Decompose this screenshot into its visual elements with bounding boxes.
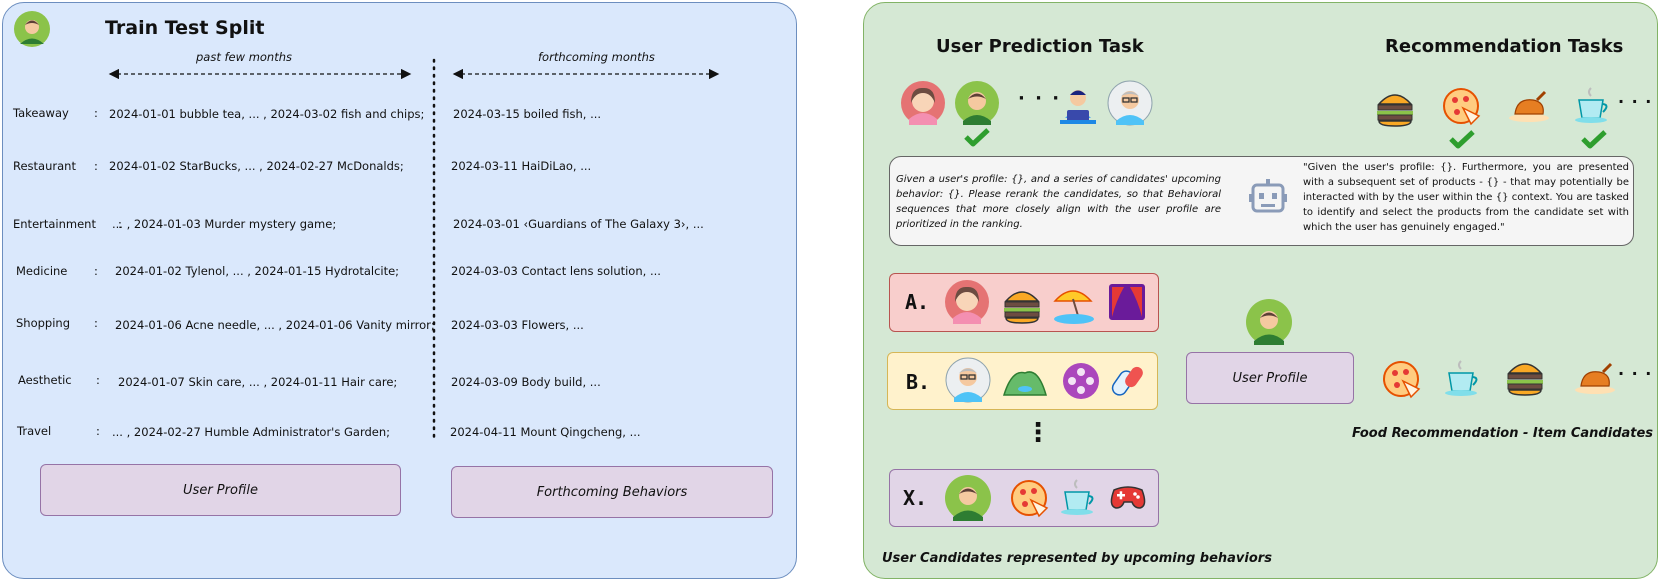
man-avatar-icon bbox=[1246, 299, 1292, 345]
row-label-takeaway: Takeaway bbox=[13, 106, 69, 120]
user-avatar-icon bbox=[14, 11, 50, 47]
woman-avatar-icon bbox=[945, 280, 989, 324]
man-avatar-icon bbox=[945, 475, 991, 521]
left-arrows-and-divider bbox=[108, 58, 720, 444]
candidate-b-letter: B. bbox=[906, 370, 931, 394]
row-future-entertainment: 2024-03-01 ‹Guardians of The Galaxy 3›, … bbox=[453, 217, 704, 231]
woman-avatar-icon bbox=[901, 81, 945, 125]
pizza-icon bbox=[1443, 88, 1481, 126]
right-user-profile-box: User Profile bbox=[1186, 352, 1354, 404]
laptop-user-icon bbox=[1060, 90, 1096, 124]
prompt-box bbox=[889, 156, 1634, 246]
left-user-profile-box: User Profile bbox=[40, 464, 401, 516]
row-past-medicine: 2024-01-02 Tylenol, ... , 2024-01-15 Hyd… bbox=[115, 264, 400, 278]
row-label-medicine: Medicine bbox=[16, 264, 68, 278]
recommendation-prompt: "Given the user's profile: {}. Furthermo… bbox=[1303, 162, 1629, 233]
user-prediction-prompt: Given a user's profile: {}, and a series… bbox=[896, 174, 1221, 230]
candidates-vertical-dots: ⋮ bbox=[1025, 418, 1051, 448]
roast-chicken-icon bbox=[1575, 362, 1615, 394]
row-future-medicine: 2024-03-03 Contact lens solution, ... bbox=[451, 264, 661, 278]
game-controller-icon bbox=[1110, 486, 1146, 509]
user-prediction-title: User Prediction Task bbox=[936, 36, 1144, 57]
more-food-ellipsis: · · · bbox=[1618, 364, 1653, 383]
row-past-entertainment: ... , 2024-01-03 Murder mystery game; bbox=[112, 217, 337, 231]
row-future-shopping: 2024-03-03 Flowers, ... bbox=[451, 318, 584, 332]
row-colon: : bbox=[94, 264, 98, 278]
past-months-label: past few months bbox=[196, 50, 293, 64]
pizza-icon bbox=[1011, 480, 1049, 518]
row-future-aesthetic: 2024-03-09 Body build, ... bbox=[451, 375, 601, 389]
forthcoming-behaviors-box: Forthcoming Behaviors bbox=[451, 466, 773, 518]
forthcoming-months-label: forthcoming months bbox=[538, 50, 655, 64]
row-label-entertainment: Entertainment bbox=[13, 217, 96, 231]
theater-icon bbox=[1109, 284, 1145, 320]
row-past-travel: ... , 2024-02-27 Humble Administrator's … bbox=[112, 425, 391, 439]
pizza-icon bbox=[1383, 361, 1421, 399]
user-candidates-caption: User Candidates represented by upcoming … bbox=[882, 551, 1272, 566]
check-icon bbox=[1449, 130, 1475, 149]
check-icon bbox=[964, 128, 990, 147]
row-colon: : bbox=[96, 373, 100, 387]
row-future-travel: 2024-04-11 Mount Qingcheng, ... bbox=[450, 425, 641, 439]
burger-icon bbox=[1004, 291, 1040, 324]
roast-chicken-icon bbox=[1509, 90, 1549, 122]
beach-icon bbox=[1053, 290, 1094, 324]
left-title: Train Test Split bbox=[105, 17, 265, 39]
burger-icon bbox=[1377, 94, 1413, 127]
tea-cup-icon bbox=[1445, 360, 1478, 396]
burger-icon bbox=[1507, 363, 1543, 396]
row-colon: : bbox=[94, 159, 98, 173]
row-colon: : bbox=[94, 106, 98, 120]
row-past-shopping: 2024-01-06 Acne needle, ... , 2024-01-06… bbox=[115, 318, 435, 332]
robot-icon bbox=[1249, 179, 1287, 213]
row-label-travel: Travel bbox=[17, 424, 52, 438]
elder-avatar-icon bbox=[945, 357, 991, 403]
check-icon bbox=[1581, 130, 1607, 149]
row-past-takeaway: 2024-01-01 bubble tea, ... , 2024-03-02 … bbox=[109, 107, 425, 121]
candidate-a-letter: A. bbox=[905, 290, 930, 314]
man-avatar-icon bbox=[955, 81, 999, 125]
tea-cup-icon bbox=[1061, 479, 1094, 515]
tea-cup-icon bbox=[1575, 87, 1608, 123]
more-users-ellipsis: · · · bbox=[1018, 88, 1062, 109]
row-label-restaurant: Restaurant bbox=[13, 159, 76, 173]
row-future-takeaway: 2024-03-15 boiled fish, ... bbox=[453, 107, 602, 121]
film-reel-icon bbox=[1063, 363, 1099, 399]
food-recommendation-caption: Food Recommendation - Item Candidates bbox=[1352, 426, 1654, 441]
more-items-ellipsis: · · · bbox=[1618, 92, 1653, 111]
elder-avatar-icon bbox=[1107, 80, 1153, 126]
row-label-aesthetic: Aesthetic bbox=[18, 373, 72, 387]
candidate-x-letter: X. bbox=[903, 486, 928, 510]
row-colon: : bbox=[96, 424, 100, 438]
row-future-restaurant: 2024-03-11 HaiDiLao, ... bbox=[451, 159, 592, 173]
recommendation-tasks-title: Recommendation Tasks bbox=[1385, 36, 1624, 57]
row-colon: : bbox=[94, 316, 98, 330]
row-label-shopping: Shopping bbox=[16, 316, 71, 330]
row-past-aesthetic: 2024-01-07 Skin care, ... , 2024-01-11 H… bbox=[118, 375, 398, 389]
row-past-restaurant: 2024-01-02 StarBucks, ... , 2024-02-27 M… bbox=[109, 159, 404, 173]
row-colon: : bbox=[118, 217, 122, 231]
medicine-capsule-icon bbox=[1111, 366, 1143, 396]
map-icon bbox=[1002, 371, 1047, 396]
